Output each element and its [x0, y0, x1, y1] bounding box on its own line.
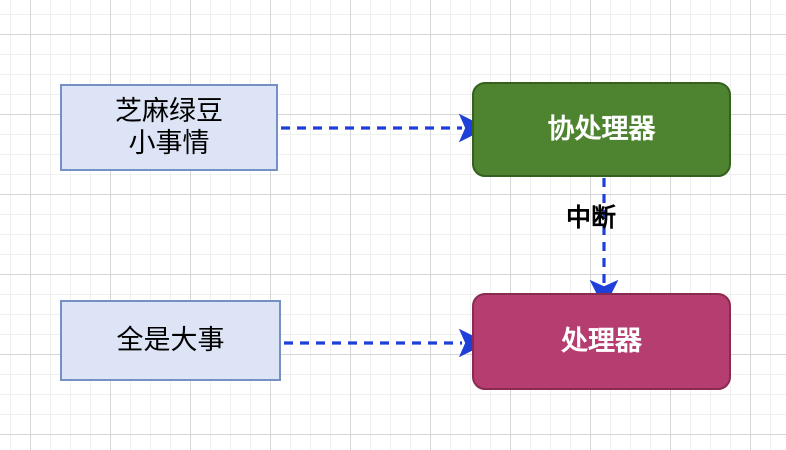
node-coprocessor-label: 协处理器	[547, 113, 656, 144]
node-coprocessor[interactable]: 协处理器	[472, 82, 731, 177]
node-big-tasks-label: 全是大事	[116, 324, 225, 355]
node-small-tasks[interactable]: 芝麻绿豆 小事情	[60, 84, 278, 171]
node-big-tasks[interactable]: 全是大事	[60, 300, 281, 381]
node-processor-label: 处理器	[561, 325, 642, 356]
node-processor[interactable]: 处理器	[472, 293, 731, 390]
edge-label-interrupt: 中断	[566, 204, 617, 232]
node-small-tasks-label: 芝麻绿豆 小事情	[115, 95, 223, 158]
